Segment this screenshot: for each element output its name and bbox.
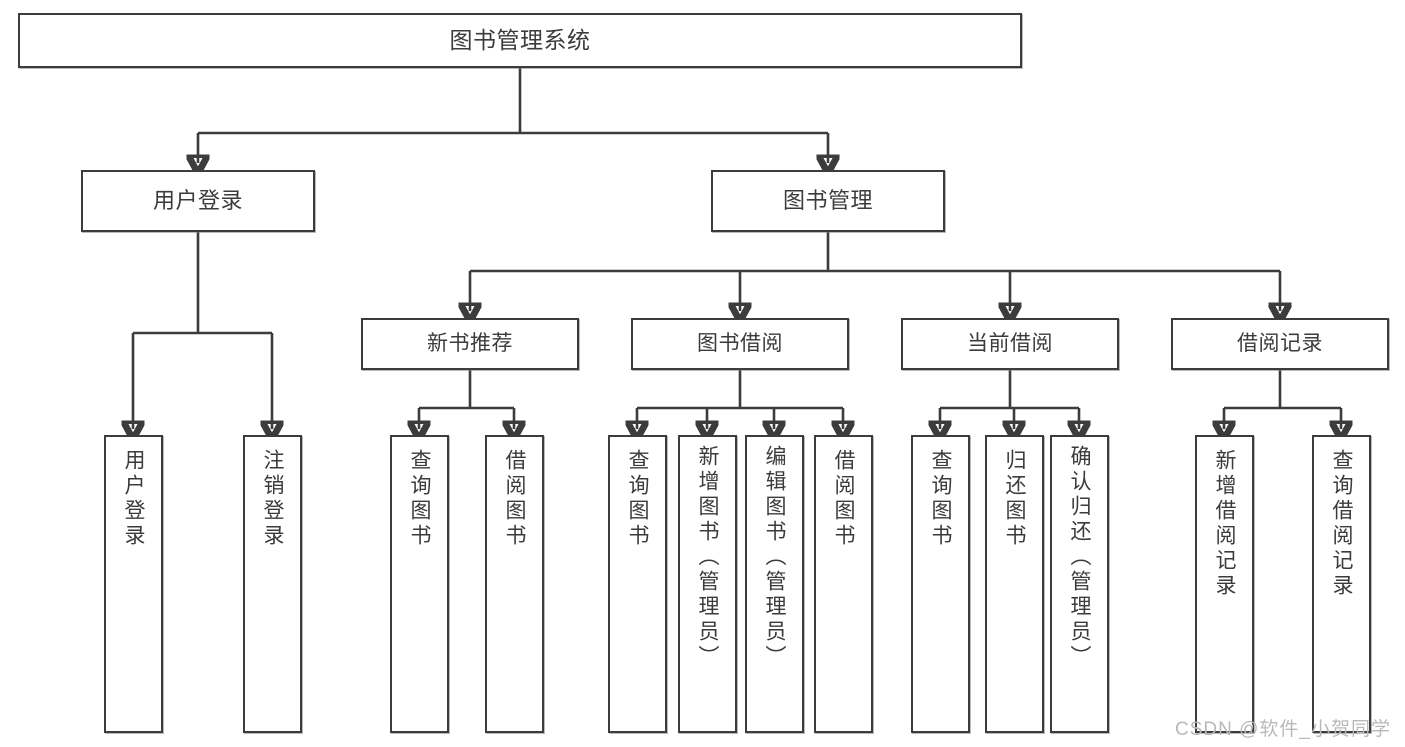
node-label: 新增借阅记录 — [1213, 449, 1236, 599]
node-leaf-query-record[interactable]: 查询借阅记录 — [1312, 435, 1371, 733]
node-root-system[interactable]: 图书管理系统 — [18, 13, 1022, 68]
node-label: 查询图书 — [929, 449, 952, 549]
node-label: 图书管理系统 — [449, 26, 591, 53]
node-leaf-borrow-book-2[interactable]: 借阅图书 — [814, 435, 873, 733]
node-label: 借阅记录 — [1237, 331, 1323, 355]
node-label: 注销登录 — [261, 449, 284, 549]
node-label: 图书管理 — [782, 188, 873, 214]
node-leaf-add-book-admin[interactable]: 新增图书（管理员） — [678, 435, 737, 733]
node-book-management[interactable]: 图书管理 — [711, 170, 945, 232]
node-leaf-query-book-2[interactable]: 查询图书 — [608, 435, 667, 733]
node-leaf-return-book[interactable]: 归还图书 — [985, 435, 1044, 733]
node-user-login[interactable]: 用户登录 — [81, 170, 315, 232]
node-leaf-logout-login[interactable]: 注销登录 — [243, 435, 302, 733]
node-label: 确认归还（管理员） — [1068, 445, 1091, 670]
node-label: 归还图书 — [1003, 449, 1026, 549]
node-label: 借阅图书 — [832, 449, 855, 549]
node-label: 查询图书 — [408, 449, 431, 549]
node-new-book-recommend[interactable]: 新书推荐 — [361, 318, 579, 370]
node-label: 新增图书（管理员） — [696, 445, 719, 670]
node-leaf-confirm-return[interactable]: 确认归还（管理员） — [1050, 435, 1109, 733]
node-leaf-edit-book-admin[interactable]: 编辑图书（管理员） — [745, 435, 804, 733]
node-label: 图书借阅 — [697, 331, 783, 355]
node-book-borrow[interactable]: 图书借阅 — [631, 318, 849, 370]
node-current-borrow[interactable]: 当前借阅 — [901, 318, 1119, 370]
node-borrow-records[interactable]: 借阅记录 — [1171, 318, 1389, 370]
node-leaf-borrow-book-1[interactable]: 借阅图书 — [485, 435, 544, 733]
node-leaf-query-book-3[interactable]: 查询图书 — [911, 435, 970, 733]
node-leaf-add-record[interactable]: 新增借阅记录 — [1195, 435, 1254, 733]
node-leaf-query-book-1[interactable]: 查询图书 — [390, 435, 449, 733]
node-label: 借阅图书 — [503, 449, 526, 549]
node-label: 新书推荐 — [427, 331, 513, 355]
node-label: 用户登录 — [152, 188, 243, 214]
node-label: 编辑图书（管理员） — [763, 445, 786, 670]
node-label: 查询借阅记录 — [1330, 449, 1353, 599]
node-leaf-user-login[interactable]: 用户登录 — [104, 435, 163, 733]
watermark-text: CSDN @软件_小贺同学 — [1175, 719, 1391, 740]
node-label: 当前借阅 — [967, 331, 1053, 355]
node-label: 用户登录 — [122, 449, 145, 549]
node-label: 查询图书 — [626, 449, 649, 549]
